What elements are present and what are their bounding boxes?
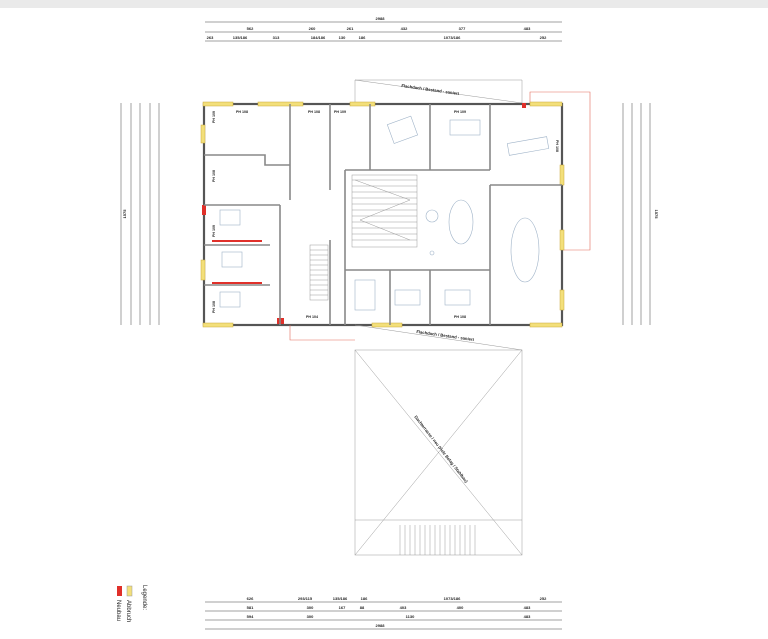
dim-label: 135/186 xyxy=(333,596,348,601)
legend-title: Legende: xyxy=(141,585,147,610)
dim-label: 293/115 xyxy=(298,596,313,601)
dim-left-total: 1575 xyxy=(122,209,127,219)
room-label: PH 108 xyxy=(555,140,559,152)
dim-label: 167 xyxy=(339,605,346,610)
room-label: PH 109 xyxy=(212,225,216,237)
room-label: PH 104 xyxy=(306,315,318,319)
room-label: PH 109 xyxy=(212,111,216,123)
dim-label: 483 xyxy=(524,26,531,31)
dim-right-total: 1575 xyxy=(654,210,659,220)
room-label: PH 108 xyxy=(308,110,320,114)
dim-top-total: 2988 xyxy=(376,16,386,21)
legend-label-abbruch: Abbruch xyxy=(125,600,131,622)
room-label: PH 108 xyxy=(236,110,248,114)
dim-label: 130 xyxy=(339,35,346,40)
dim-label: 300 xyxy=(307,605,314,610)
dim-label: 252 xyxy=(540,596,547,601)
dim-label: 483 xyxy=(524,614,531,619)
left-dimensions: 1575 xyxy=(120,103,160,325)
dim-label: 186 xyxy=(359,35,366,40)
secondary-staircase xyxy=(309,244,329,301)
room-label: PH 109 xyxy=(334,110,346,114)
right-dimensions: 1575 xyxy=(622,103,659,325)
dim-label: 483 xyxy=(524,605,531,610)
furniture xyxy=(219,115,550,311)
legend-label-neubau: Neubau xyxy=(115,600,121,621)
dim-label: 377 xyxy=(459,26,466,31)
dim-label: 261 xyxy=(347,26,354,31)
dim-label: 88 xyxy=(360,605,365,610)
main-staircase xyxy=(351,174,418,248)
dim-label: 184/186 xyxy=(311,35,326,40)
legend: Legende: Abbruch Neubau xyxy=(115,585,147,622)
room-label: PH 108 xyxy=(212,170,216,182)
dim-bottom-total: 2988 xyxy=(376,623,386,628)
dim-label: 562 xyxy=(247,26,254,31)
room-label: PH 108 xyxy=(454,315,466,319)
dim-label: 186 xyxy=(361,596,368,601)
room-label: PH 108 xyxy=(212,301,216,313)
legend-swatch-neubau xyxy=(117,586,122,596)
dim-label: 403 xyxy=(400,605,407,610)
top-dimensions: 2988 562 260 261 432 377 483 263 135/186… xyxy=(205,16,562,42)
dim-label: 1073/186 xyxy=(444,35,461,40)
dim-label: 252 xyxy=(540,35,547,40)
dim-label: 300 xyxy=(307,614,314,619)
dim-label: 1130 xyxy=(406,614,415,619)
building: PH 108 PH 108 PH 109 PH 109 PH 109 PH 10… xyxy=(200,101,565,328)
dim-label: 626 xyxy=(247,596,254,601)
dim-label: 1073/186 xyxy=(444,596,461,601)
dim-label: 581 xyxy=(247,605,254,610)
bottom-dimensions: 626 293/115 135/186 186 1073/186 252 581… xyxy=(205,596,562,630)
dim-label: 400 xyxy=(457,605,464,610)
dim-label: 260 xyxy=(309,26,316,31)
room-label: PH 109 xyxy=(454,110,466,114)
dim-label: 135/186 xyxy=(233,35,248,40)
dim-label: 313 xyxy=(273,35,280,40)
dim-label: 263 xyxy=(207,35,214,40)
legend-swatch-abbruch xyxy=(126,585,133,597)
dim-label: 594 xyxy=(247,614,254,619)
dim-label: 432 xyxy=(401,26,408,31)
